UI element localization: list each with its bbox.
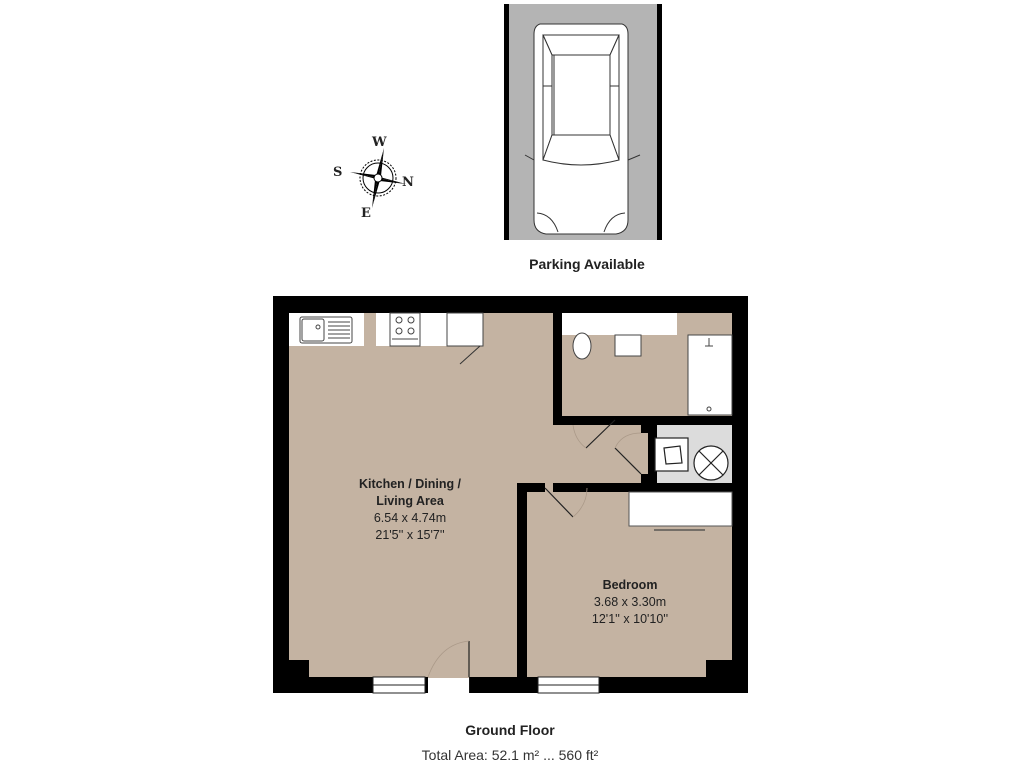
windows — [372, 676, 600, 694]
room-size-imperial: 21'5'' x 15'7'' — [375, 528, 445, 542]
total-area: Total Area: 52.1 m² ... 560 ft² — [421, 747, 599, 763]
compass-rose-icon — [350, 148, 406, 208]
compass-west-label: W — [372, 135, 387, 150]
sink-icon — [299, 316, 353, 344]
internal-walls — [517, 313, 732, 677]
hob-icon — [389, 312, 421, 347]
parking-bay — [504, 4, 662, 240]
compass-east-label: E — [361, 206, 371, 221]
room-name: Living Area — [376, 494, 444, 508]
wardrobe — [628, 491, 733, 527]
floor-title: Ground Floor — [465, 722, 555, 738]
boiler-icon — [654, 437, 689, 472]
room-size-imperial: 12'1'' x 10'10'' — [591, 612, 669, 626]
cupboard-fixtures — [654, 437, 729, 481]
car-icon — [524, 23, 641, 235]
room-size-metric: 3.68 x 3.30m — [593, 595, 667, 609]
room-name: Kitchen / Dining / — [358, 477, 462, 491]
toilet-icon — [572, 332, 592, 360]
kitchen-worktop — [289, 312, 484, 365]
basin-icon — [614, 334, 642, 357]
bath-icon — [687, 334, 733, 416]
compass-south-label: S — [333, 165, 343, 180]
compass-north-label: N — [402, 175, 414, 190]
room-label-kitchen: Kitchen / Dining / Living Area 6.54 x 4.… — [330, 476, 490, 544]
room-label-bedroom: Bedroom 3.68 x 3.30m 12'1'' x 10'10'' — [570, 577, 690, 628]
room-name: Bedroom — [602, 578, 658, 592]
room-size-metric: 6.54 x 4.74m — [373, 511, 447, 525]
bathroom-fixtures — [562, 313, 733, 416]
kitchen-floor — [289, 313, 648, 677]
parking-caption: Parking Available — [529, 256, 645, 272]
